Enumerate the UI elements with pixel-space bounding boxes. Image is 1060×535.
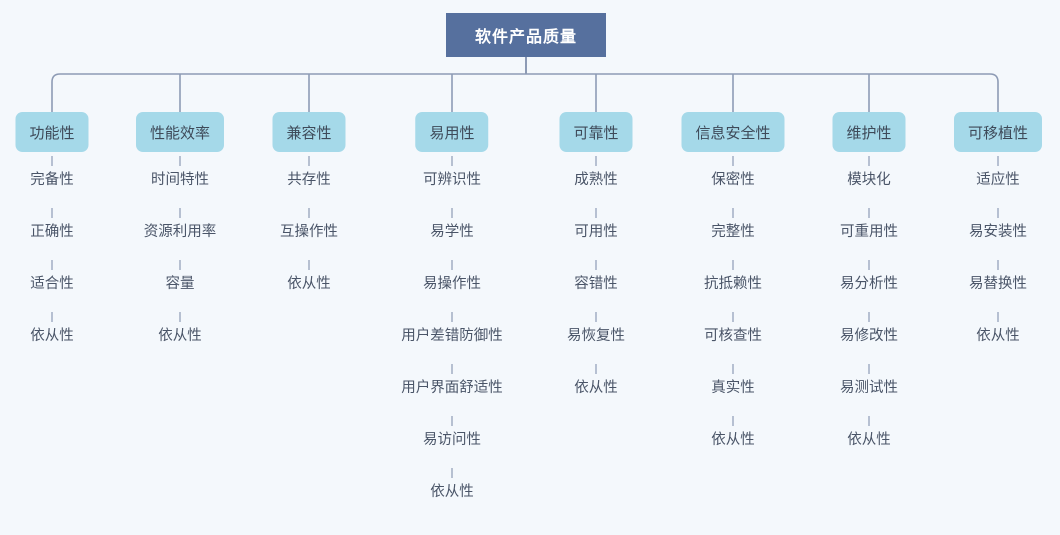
leaf-node[interactable]: 真实性 (711, 379, 755, 396)
leaf-node[interactable]: 适合性 (30, 275, 74, 292)
leaf-node[interactable]: 抗抵赖性 (703, 275, 762, 292)
leaf-node[interactable]: 依从性 (158, 327, 202, 344)
leaf-list: 成熟性可用性容错性易恢复性依从性 (567, 152, 625, 412)
branch-column: 易用性可辨识性易学性易操作性用户差错防御性用户界面舒适性易访问性依从性 (401, 112, 503, 516)
leaf-node[interactable]: 依从性 (430, 483, 474, 500)
leaf-node[interactable]: 保密性 (711, 171, 755, 188)
leaf-node[interactable]: 可辨识性 (423, 171, 481, 188)
branch-node[interactable]: 可靠性 (559, 112, 633, 152)
leaf-node[interactable]: 时间特性 (150, 171, 209, 188)
leaf-node[interactable]: 资源利用率 (143, 223, 217, 240)
branch-column: 可靠性成熟性可用性容错性易恢复性依从性 (559, 112, 633, 412)
leaf-list: 共存性互操作性依从性 (280, 152, 338, 308)
leaf-list: 可辨识性易学性易操作性用户差错防御性用户界面舒适性易访问性依从性 (401, 152, 503, 516)
branch-column: 兼容性共存性互操作性依从性 (272, 112, 346, 308)
leaf-node[interactable]: 依从性 (711, 431, 755, 448)
leaf-node[interactable]: 可核查性 (703, 327, 762, 344)
leaf-node[interactable]: 易修改性 (839, 327, 898, 344)
leaf-list: 模块化可重用性易分析性易修改性易测试性依从性 (840, 152, 898, 464)
branch-node[interactable]: 性能效率 (135, 112, 225, 152)
branch-node[interactable]: 可移植性 (953, 112, 1043, 152)
branch-column: 信息安全性保密性完整性抗抵赖性可核查性真实性依从性 (681, 112, 785, 464)
branch-column: 可移植性适应性易安装性易替换性依从性 (953, 112, 1043, 360)
leaf-list: 完备性正确性适合性依从性 (30, 152, 74, 360)
leaf-node[interactable]: 完备性 (30, 171, 74, 188)
leaf-node[interactable]: 依从性 (287, 275, 331, 292)
branch-node[interactable]: 信息安全性 (681, 112, 785, 152)
leaf-node[interactable]: 容错性 (574, 275, 618, 292)
branch-column: 功能性完备性正确性适合性依从性 (15, 112, 89, 360)
leaf-node[interactable]: 易恢复性 (566, 327, 625, 344)
branch-node[interactable]: 功能性 (15, 112, 89, 152)
branch-column: 性能效率时间特性资源利用率容量依从性 (135, 112, 225, 360)
leaf-node[interactable]: 模块化 (847, 171, 891, 188)
leaf-node[interactable]: 可用性 (574, 223, 618, 240)
leaf-node[interactable]: 用户界面舒适性 (401, 379, 503, 396)
leaf-node[interactable]: 易替换性 (968, 275, 1027, 292)
leaf-node[interactable]: 容量 (165, 275, 195, 292)
leaf-node[interactable]: 依从性 (30, 327, 74, 344)
leaf-list: 时间特性资源利用率容量依从性 (144, 152, 217, 360)
leaf-node[interactable]: 互操作性 (279, 223, 338, 240)
leaf-node[interactable]: 易安装性 (968, 223, 1027, 240)
leaf-node[interactable]: 易分析性 (839, 275, 898, 292)
leaf-node[interactable]: 正确性 (30, 223, 74, 240)
leaf-node[interactable]: 用户差错防御性 (401, 327, 503, 344)
leaf-node[interactable]: 易测试性 (839, 379, 898, 396)
leaf-list: 保密性完整性抗抵赖性可核查性真实性依从性 (704, 152, 762, 464)
leaf-node[interactable]: 共存性 (287, 171, 331, 188)
leaf-node[interactable]: 依从性 (847, 431, 891, 448)
root-node[interactable]: 软件产品质量 (446, 13, 606, 57)
leaf-node[interactable]: 可重用性 (839, 223, 898, 240)
leaf-node[interactable]: 易学性 (430, 223, 474, 240)
leaf-list: 适应性易安装性易替换性依从性 (969, 152, 1027, 360)
leaf-node[interactable]: 易操作性 (423, 275, 481, 292)
branch-node[interactable]: 兼容性 (272, 112, 346, 152)
leaf-node[interactable]: 适应性 (976, 171, 1020, 188)
branch-node[interactable]: 维护性 (832, 112, 906, 152)
branch-node[interactable]: 易用性 (415, 112, 489, 152)
leaf-node[interactable]: 完整性 (711, 223, 755, 240)
leaf-node[interactable]: 成熟性 (574, 171, 618, 188)
leaf-node[interactable]: 依从性 (574, 379, 618, 396)
branch-column: 维护性模块化可重用性易分析性易修改性易测试性依从性 (832, 112, 906, 464)
leaf-node[interactable]: 易访问性 (423, 431, 481, 448)
leaf-node[interactable]: 依从性 (976, 327, 1020, 344)
